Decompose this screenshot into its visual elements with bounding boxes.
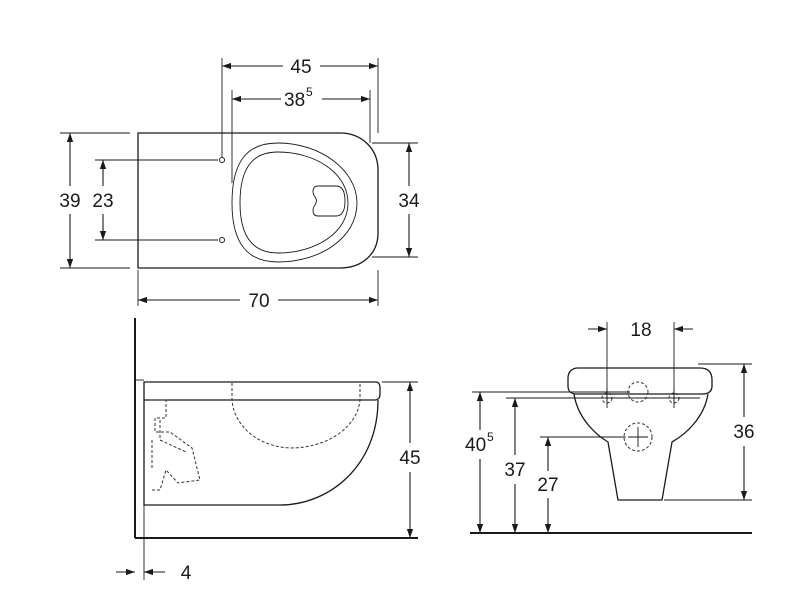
dim-label-wall-gap: 4 [181, 563, 192, 584]
dim-label-seat-width: 38 [284, 90, 305, 111]
top-view-outline [137, 132, 379, 269]
dim-label-inlet-height: 40 [465, 435, 486, 456]
dim-label-fixing-height: 37 [504, 460, 525, 481]
side-view-seat-lid [143, 381, 381, 401]
side-view-flush-channel [150, 399, 201, 491]
dim-label-top-depth: 39 [59, 191, 80, 212]
top-view-bowl-rim [231, 142, 358, 263]
dim-label-top-width: 45 [290, 57, 311, 78]
dim-label-outlet-height: 27 [537, 475, 558, 496]
dim-label-hole-spacing: 23 [92, 191, 113, 212]
dim-label-inlet-height-sup: 5 [487, 430, 494, 444]
side-view-outlet [151, 420, 187, 470]
dim-label-side-height: 45 [399, 448, 420, 469]
front-view-bowl [573, 393, 709, 501]
dim-label-seat-depth: 34 [398, 191, 420, 212]
top-view-drain [312, 185, 346, 217]
top-view: 45 38 5 39 23 34 70 [59, 57, 420, 312]
dim-label-hole-distance: 18 [630, 320, 651, 341]
side-view-bowl-interior [231, 383, 361, 449]
front-view-inlet [627, 381, 649, 403]
dim-label-front-height: 36 [733, 422, 754, 443]
top-view-fixing-hole-upper [218, 156, 226, 164]
front-view-outlet [623, 422, 653, 452]
side-view-bowl [143, 399, 379, 506]
top-view-fixing-hole-lower [218, 236, 226, 244]
front-view: 18 36 40 5 37 27 [465, 320, 755, 534]
dim-label-seat-width-sup: 5 [306, 85, 313, 99]
dim-label-total-length: 70 [248, 291, 269, 312]
top-view-bowl-inner [239, 151, 349, 254]
front-view-seat [567, 367, 713, 395]
side-view: 45 4 [116, 318, 421, 584]
